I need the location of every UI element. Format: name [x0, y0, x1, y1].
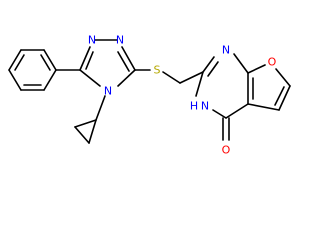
bond	[40, 54, 51, 71]
atom-nitrogen: N	[201, 100, 209, 113]
bond	[212, 109, 227, 119]
atom-sulfur: S	[154, 64, 161, 77]
bond	[179, 71, 204, 84]
bond	[79, 69, 101, 87]
molecule-structure: N N N S N O N H O	[8, 34, 291, 157]
bond	[121, 46, 136, 71]
bond	[14, 54, 25, 71]
bond	[8, 69, 22, 91]
atom-nitrogen: N	[88, 34, 96, 47]
bond	[247, 103, 280, 111]
bond	[43, 69, 57, 91]
bond	[8, 49, 22, 71]
atom-nitrogen: N	[222, 44, 230, 57]
bond	[85, 51, 94, 70]
atom-nitrogen: N	[116, 34, 124, 47]
bond	[74, 119, 97, 128]
atom-oxygen: O	[222, 144, 231, 157]
atoms: N N N S N O N H O	[88, 34, 277, 157]
bond	[247, 64, 266, 74]
atom-hydrogen: H	[190, 100, 198, 113]
bond	[79, 46, 91, 71]
bond	[195, 71, 204, 97]
bond	[74, 126, 90, 144]
bond	[274, 86, 285, 106]
bonds	[8, 39, 291, 144]
bond	[88, 119, 97, 144]
atom-oxygen: O	[268, 56, 277, 69]
bond	[225, 103, 249, 119]
bond	[233, 53, 249, 74]
bond	[275, 68, 291, 87]
bond	[202, 56, 215, 73]
bond	[95, 95, 106, 121]
atom-nitrogen: N	[104, 85, 112, 98]
bond	[278, 85, 291, 111]
bond	[117, 51, 130, 72]
bond	[162, 71, 181, 84]
bond	[207, 61, 219, 77]
bond	[43, 49, 57, 71]
molecule-canvas: N N N S N O N H O	[8, 34, 291, 157]
bond	[117, 69, 136, 87]
